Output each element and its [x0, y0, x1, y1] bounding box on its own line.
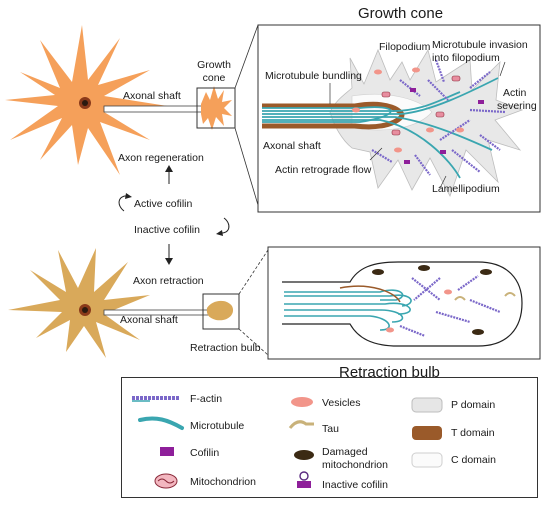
legend-t-domain: T domain: [451, 427, 495, 439]
legend-cofilin: Cofilin: [190, 447, 220, 459]
top-axonal-shaft-label: Axonal shaft: [123, 90, 181, 102]
bulb-microtubules: [284, 289, 412, 331]
growth-cone-label-line1: Growth: [197, 59, 231, 71]
actin-retrograde-flow-label: Actin retrograde flow: [275, 164, 372, 176]
legend-icons: [132, 396, 443, 489]
axon-regeneration-label: Axon regeneration: [118, 152, 204, 164]
microtubule-invasion-label-line2: into filopodium: [432, 52, 500, 64]
f-actin-icon: [132, 396, 180, 402]
growth-cone-mini: [201, 86, 232, 130]
actin-severing-label-line2: severing: [497, 100, 537, 112]
tau-icon: [288, 420, 314, 429]
growth-cone-label-line2: cone: [202, 72, 226, 84]
retraction-bulb-mini: [206, 300, 234, 321]
growth-cone-zoom-box: [196, 87, 236, 129]
bottom-axonal-shaft-label: Axonal shaft: [120, 314, 178, 326]
legend-c-domain: C domain: [451, 454, 496, 466]
cofilin-icon: [160, 447, 174, 456]
inactive-cofilin-label: Inactive cofilin: [134, 224, 200, 236]
retraction-bulb-zoom-box: [202, 293, 240, 330]
cone-vesicles: [352, 67, 464, 153]
axon-microtubules: [262, 77, 499, 179]
active-cofilin-label: Active cofilin: [134, 198, 193, 210]
cone-cofilin: [404, 88, 484, 164]
legend-mitochondrion: Mitochondrion: [190, 476, 256, 488]
retracting-neuron-body: [8, 248, 150, 358]
c-domain-icon: [411, 452, 443, 468]
axon-retraction-label: Axon retraction: [133, 275, 204, 287]
retraction-bulb-label: Retraction bulb: [190, 342, 261, 354]
bulb-vesicles: [386, 289, 452, 333]
bulb-t-band: [339, 285, 401, 303]
bulb-actin: [399, 275, 501, 338]
legend: [121, 377, 538, 498]
legend-damaged-mito-line1: Damaged: [322, 446, 368, 458]
p-domain-icon: [411, 397, 443, 413]
legend-microtubule: Microtubule: [190, 420, 245, 432]
inactive-cofilin-icon: [297, 471, 311, 488]
mitochondrion-icon: [154, 473, 178, 489]
legend-tau: Tau: [322, 423, 339, 435]
legend-damaged-mito-line2: mitochondrion: [322, 459, 388, 471]
filopodium-label: Filopodium: [379, 41, 431, 53]
legend-vesicles: Vesicles: [322, 397, 361, 409]
cone-mitochondria: [381, 75, 461, 136]
legend-p-domain: P domain: [451, 399, 496, 411]
healthy-neuron-body: [5, 25, 180, 175]
legend-inactive-cofilin: Inactive cofilin: [322, 479, 388, 491]
actin-filaments: [371, 59, 506, 176]
healthy-neuron: [5, 25, 236, 175]
damaged-mitochondrion-icon: [294, 450, 314, 460]
lamellipodium-label: Lamellipodium: [432, 183, 500, 195]
retracting-neuron: [8, 248, 240, 358]
actin-severing-label-line1: Actin: [503, 87, 527, 99]
t-domain-icon: [412, 426, 442, 440]
cone-axonal-shaft-label: Axonal shaft: [263, 140, 321, 152]
p-domain-region: [329, 48, 524, 198]
bulb-tau: [454, 292, 516, 301]
bulb-damaged-mito: [372, 265, 492, 335]
microtubule-bundling-label: Microtubule bundling: [265, 70, 362, 82]
microtubule-invasion-label-line1: Microtubule invasion: [432, 39, 528, 51]
legend-f-actin: F-actin: [190, 393, 223, 405]
growth-cone-title: Growth cone: [358, 5, 444, 22]
t-domain-band: [262, 101, 405, 130]
microtubule-icon: [138, 416, 184, 430]
vesicles-icon: [291, 397, 313, 407]
retraction-bulb-title: Retraction bulb: [339, 364, 440, 381]
